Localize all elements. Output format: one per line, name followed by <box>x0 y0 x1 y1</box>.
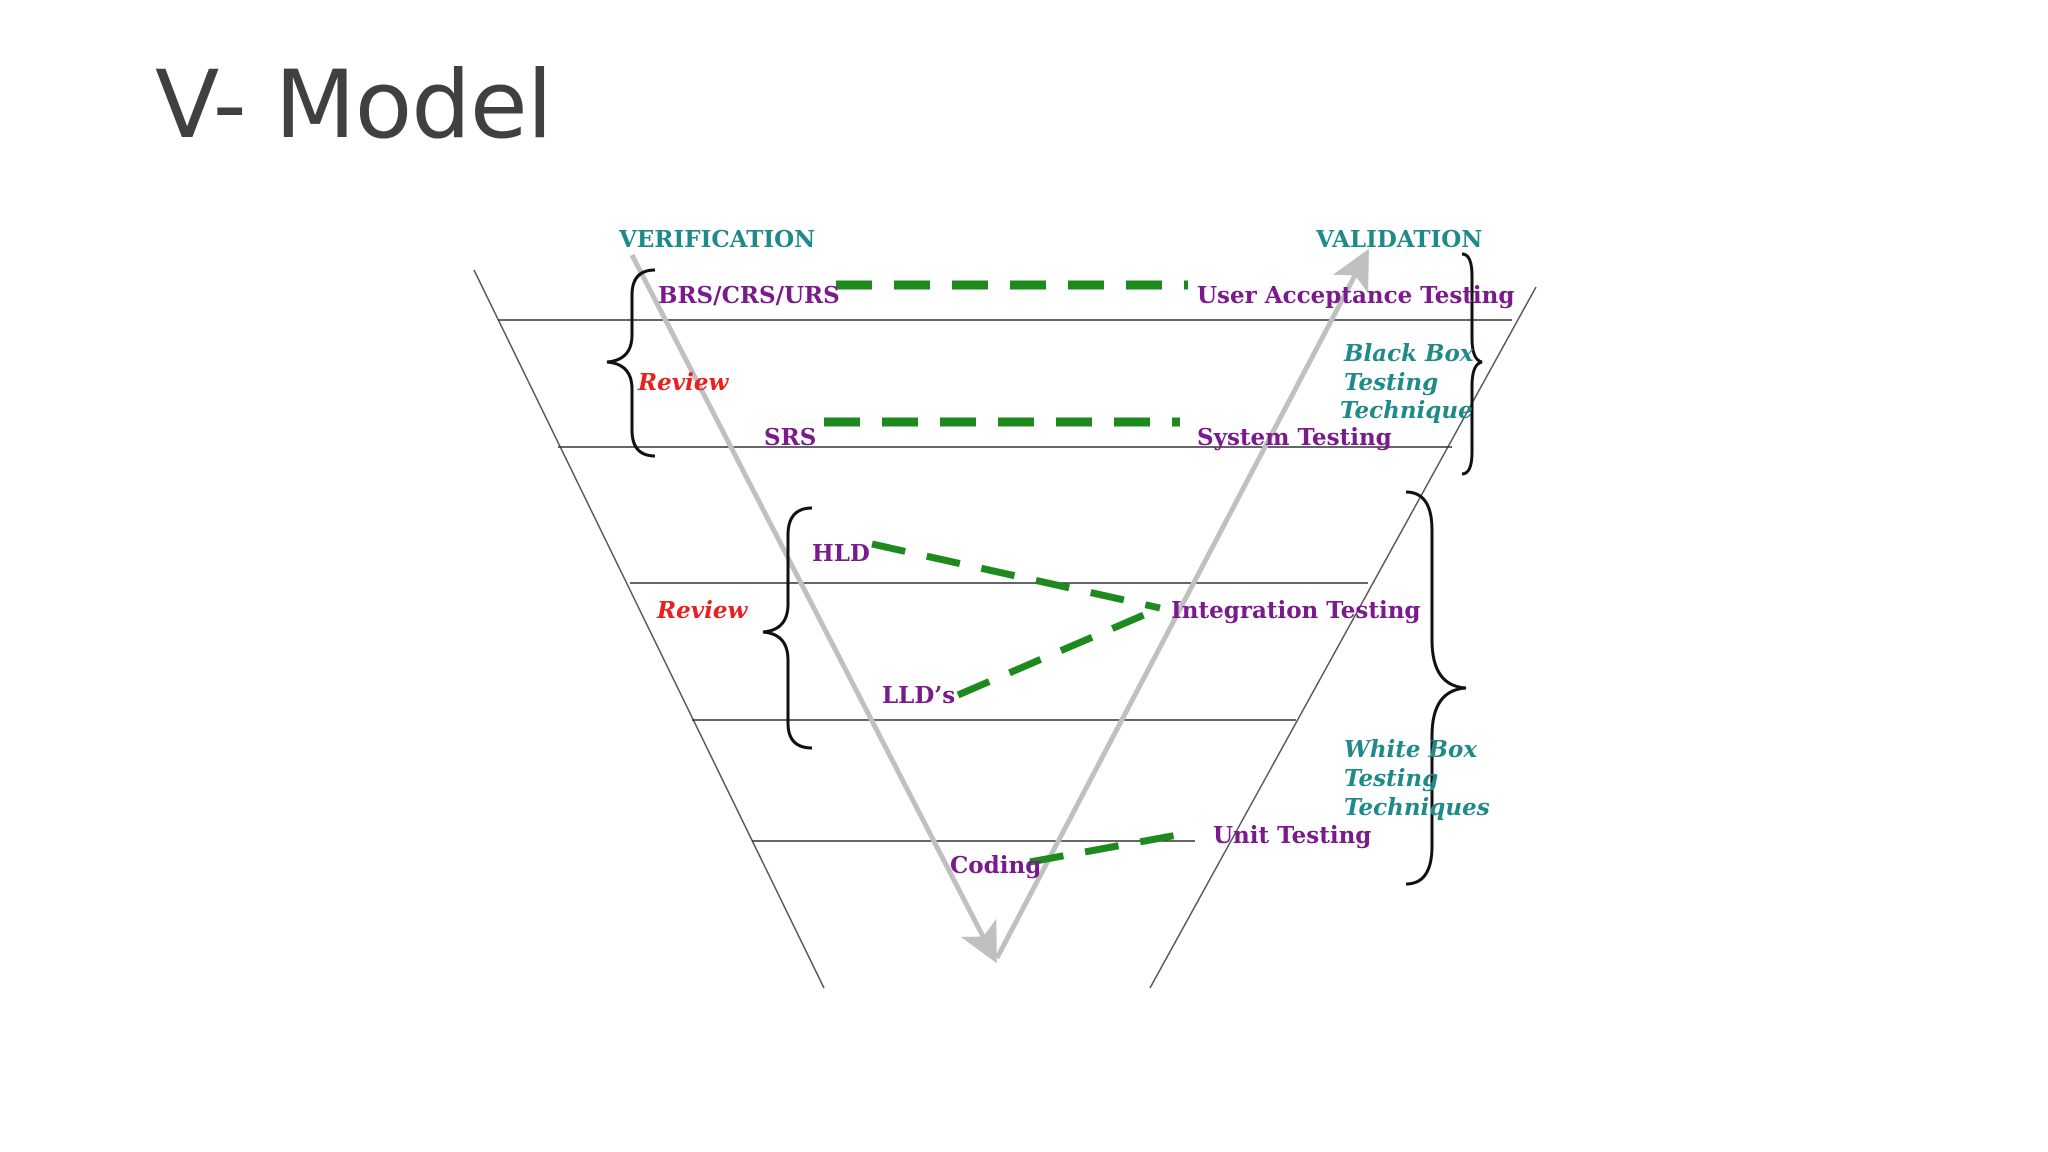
mapping-hld-integration <box>871 540 1161 612</box>
black-box-line-2: Testing <box>1344 369 1438 396</box>
funnel-right-edge <box>1149 286 1537 989</box>
black-box-brace <box>1461 252 1483 476</box>
validation-header: VALIDATION <box>1315 226 1482 253</box>
phase-requirements: BRS/CRS/URS <box>658 282 840 309</box>
white-box-line-3: Techniques <box>1344 794 1490 821</box>
phase-coding: Coding <box>950 852 1041 879</box>
funnel-left-edge <box>473 269 825 989</box>
black-box-line-1: Black Box <box>1343 340 1474 367</box>
review-label-upper: Review <box>637 369 729 396</box>
phase-srs: SRS <box>764 424 816 451</box>
phase-unit-testing: Unit Testing <box>1213 822 1371 849</box>
phase-integration-testing: Integration Testing <box>1171 597 1421 624</box>
review-label-lower: Review <box>656 597 748 624</box>
mapping-coding-unit <box>1029 829 1189 866</box>
phase-uat: User Acceptance Testing <box>1197 282 1514 309</box>
verification-flow-arrow <box>629 253 997 964</box>
mapping-lld-integration <box>956 604 1162 699</box>
validation-flow-arrow <box>994 248 1369 960</box>
white-box-line-1: White Box <box>1344 736 1477 763</box>
white-box-brace <box>1405 490 1467 886</box>
slide-title: V- Model <box>155 51 553 160</box>
black-box-line-3: Technique <box>1340 397 1473 424</box>
review-brace-lower <box>762 506 813 750</box>
verification-header: VERIFICATION <box>618 226 815 253</box>
phase-system-testing: System Testing <box>1197 424 1392 451</box>
phase-lld: LLD’s <box>882 682 955 709</box>
white-box-line-2: Testing <box>1344 765 1438 792</box>
phase-hld: HLD <box>812 540 870 567</box>
review-brace-upper <box>606 268 656 458</box>
